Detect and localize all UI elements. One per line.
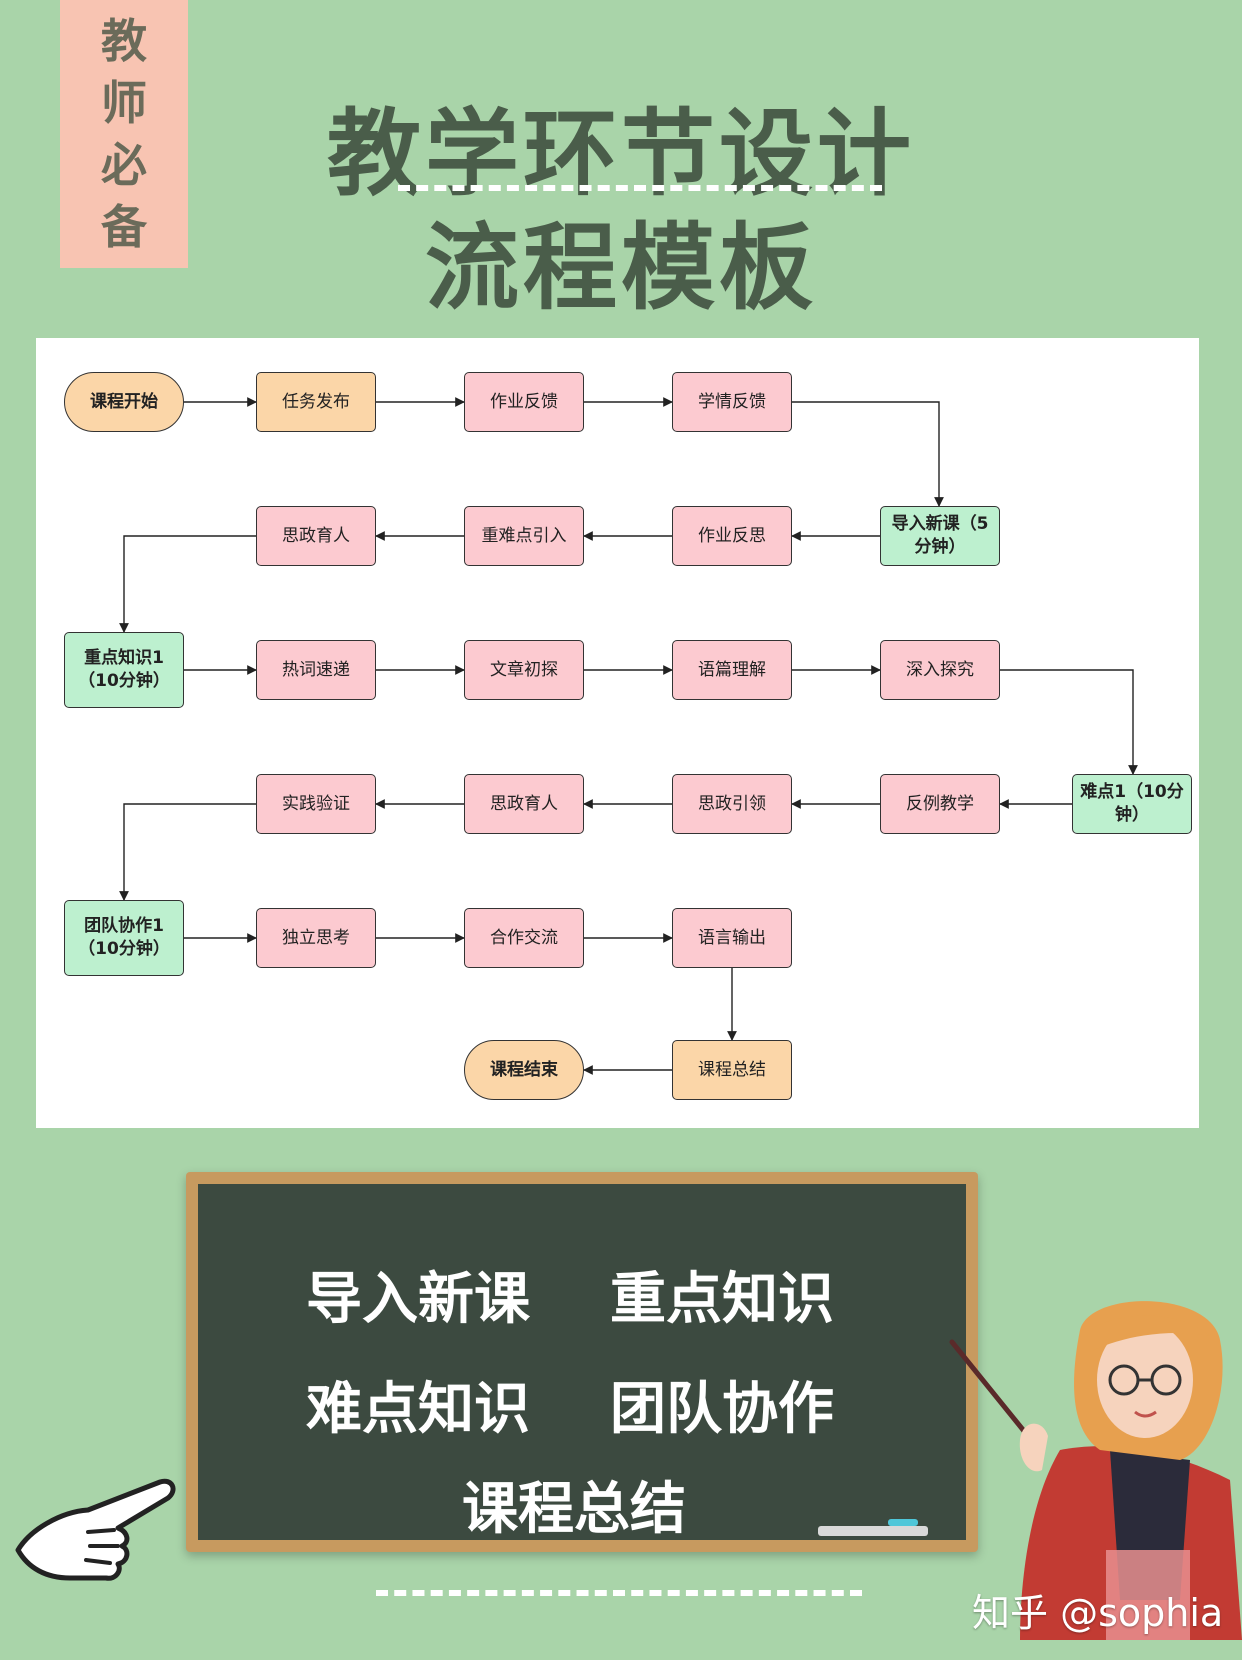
flow-node-learning-feedback: 学情反馈 [672,372,792,432]
flow-node-hot-words: 热词速递 [256,640,376,700]
flow-node-summary: 课程总结 [672,1040,792,1100]
flowchart-panel: 课程开始 任务发布 作业反馈 学情反馈 导入新课（5分钟） 作业反思 重难点引入… [36,338,1199,1128]
flow-node-task-release: 任务发布 [256,372,376,432]
flow-node-key-difficult-intro: 重难点引入 [464,506,584,566]
flow-node-discourse: 语篇理解 [672,640,792,700]
flow-node-deep-inquiry: 深入探究 [880,640,1000,700]
flow-node-homework-feedback: 作业反馈 [464,372,584,432]
flow-node-cooperation: 合作交流 [464,908,584,968]
tag-char: 必 [101,138,147,192]
flow-node-key-knowledge: 重点知识1（10分钟） [64,632,184,708]
flow-node-independent: 独立思考 [256,908,376,968]
flow-node-intro: 导入新课（5分钟） [880,506,1000,566]
board-item: 重点知识 [610,1267,834,1332]
flow-node-language-output: 语言输出 [672,908,792,968]
pointing-hand-icon [15,1478,176,1581]
board-item: 课程总结 [462,1477,686,1542]
page-subtitle: 流程模板 [424,214,817,323]
board-item: 难点知识 [306,1377,530,1442]
board-item: 导入新课 [306,1267,530,1332]
title-divider [398,185,882,191]
flow-node-ideology-guide: 思政引领 [672,774,792,834]
chalk-icon [888,1519,918,1526]
vertical-tag: 教 师 必 备 [60,0,188,268]
flow-node-ideology-1: 思政育人 [256,506,376,566]
tag-char: 师 [101,76,147,130]
flowchart-connectors [119,397,1138,1075]
chalk-eraser-icon [818,1526,928,1536]
watermark: 知乎 @sophia [972,1591,1224,1635]
flow-node-teamwork: 团队协作1（10分钟） [64,900,184,976]
tag-char: 教 [101,14,147,68]
board-item: 团队协作 [610,1377,834,1442]
bottom-divider [376,1590,862,1596]
flow-node-start: 课程开始 [64,372,184,432]
flow-node-difficult-1: 难点1（10分钟） [1072,774,1192,834]
teacher-illustration-icon [949,1301,1242,1640]
flow-node-practice: 实践验证 [256,774,376,834]
flow-node-ideology-2: 思政育人 [464,774,584,834]
flow-node-homework-reflection: 作业反思 [672,506,792,566]
flow-node-counter-example: 反例教学 [880,774,1000,834]
flow-node-end: 课程结束 [464,1040,584,1100]
chalkboard-surface: 导入新课 重点知识 难点知识 团队协作 课程总结 [198,1184,966,1542]
flow-node-article-explore: 文章初探 [464,640,584,700]
chalkboard: 导入新课 重点知识 难点知识 团队协作 课程总结 [186,1172,978,1552]
tag-char: 备 [101,200,147,254]
